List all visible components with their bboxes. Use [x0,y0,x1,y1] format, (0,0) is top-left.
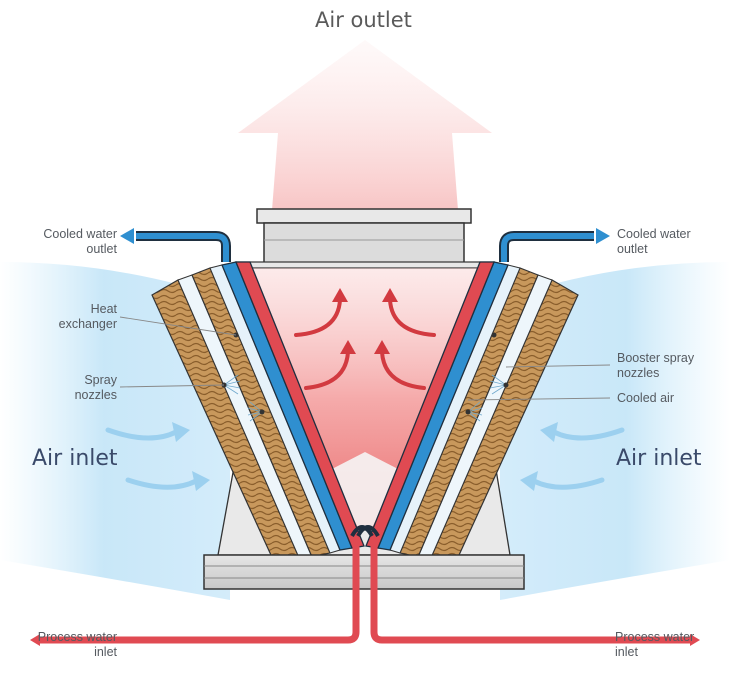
label-cooled-water-outlet-left: Cooled water outlet [12,227,117,257]
label-spray-nozzles: Spray nozzles [12,373,117,403]
fan-stack [236,209,494,268]
label-cooled-air: Cooled air [617,391,727,406]
label-process-water-inlet-right: Process water inlet [615,630,725,660]
label-heat-exchanger: Heat exchanger [12,302,117,332]
label-air-inlet-right: Air inlet [616,446,702,471]
title-air-outlet: Air outlet [315,8,412,32]
base-platform [204,555,524,589]
label-process-water-inlet-left: Process water inlet [12,630,117,660]
hot-air-plume [238,40,492,210]
label-booster-spray-nozzles: Booster spray nozzles [617,351,727,381]
label-air-inlet-left: Air inlet [32,446,118,471]
label-cooled-water-outlet-right: Cooled water outlet [617,227,722,257]
